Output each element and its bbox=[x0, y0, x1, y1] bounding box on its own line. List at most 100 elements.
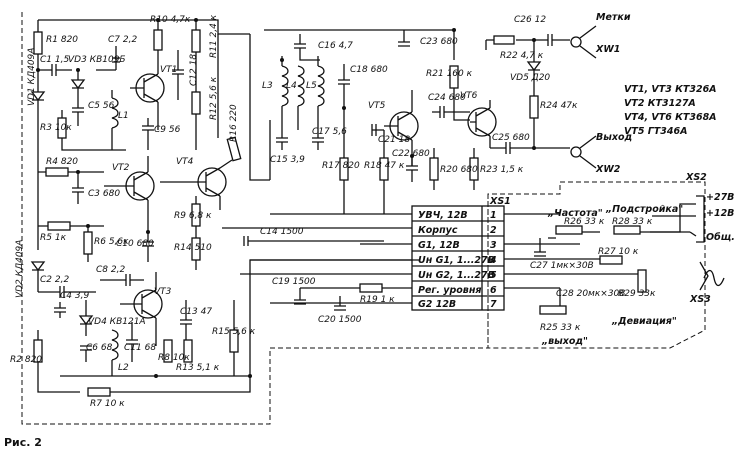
label-r22: R22 4,7 к bbox=[500, 51, 544, 61]
xs2-plus12: +12В bbox=[706, 208, 734, 219]
label-c19: C19 1500 bbox=[272, 277, 316, 287]
label-vd1: VD1 КД409А bbox=[27, 48, 37, 106]
label-r14: R14 510 bbox=[174, 243, 212, 253]
label-vt2: VT2 bbox=[112, 163, 130, 173]
label-c24: C24 680 bbox=[428, 93, 466, 103]
deviaciya-label: „Девиация" bbox=[611, 316, 677, 327]
label-r5: R5 1к bbox=[40, 233, 67, 243]
label-c5: C5 56 bbox=[88, 101, 115, 111]
legend-line-3: VT4, VT6 КТ368А bbox=[624, 112, 717, 123]
label-r9: R9 6,8 к bbox=[174, 211, 212, 221]
vyhod-label: Выход bbox=[596, 132, 632, 143]
label-vt6: VT6 bbox=[460, 91, 478, 101]
label-r26: R26 33 к bbox=[564, 217, 605, 227]
label-c26: C26 12 bbox=[514, 15, 546, 25]
sine-wave-icon bbox=[703, 269, 725, 287]
label-c9: C9 56 bbox=[154, 125, 181, 135]
label-r15: R15 5,6 к bbox=[212, 327, 256, 337]
label-vd3: VD3 КВ109Б bbox=[68, 55, 126, 65]
label-r8: R8 10к bbox=[158, 353, 190, 363]
label-r18: R18 47 к bbox=[364, 161, 405, 171]
label-r1: R1 820 bbox=[46, 35, 78, 45]
legend-line-4: VT5 ГТ346А bbox=[624, 126, 687, 137]
figure-caption: Рис. 2 bbox=[4, 436, 42, 449]
xw2-label: XW2 bbox=[595, 164, 621, 175]
label-vd5: VD5 Д20 bbox=[510, 73, 550, 83]
top-rail bbox=[38, 19, 250, 35]
label-c10: C10 680 bbox=[116, 239, 154, 249]
legend-line-2: VT2 КТ3127А bbox=[624, 98, 696, 109]
xs2-common: Общ. bbox=[706, 232, 734, 243]
l3-coil bbox=[281, 56, 289, 130]
label-r23: R23 1,5 к bbox=[480, 165, 524, 175]
legend-line-1: VT1, VT3 КТ326А bbox=[624, 84, 717, 95]
xw1-connector bbox=[570, 36, 582, 48]
xs2-label: XS2 bbox=[685, 172, 707, 183]
l4-coil bbox=[297, 65, 305, 130]
xs3-label: XS3 bbox=[689, 294, 711, 305]
label-r6: R6 5,6к bbox=[94, 237, 129, 247]
label-r11: R11 2,4 к bbox=[209, 14, 219, 58]
label-l2: L2 bbox=[118, 363, 129, 373]
label-r16: R16 220 bbox=[229, 104, 239, 142]
label-r29: R29 33к bbox=[618, 289, 656, 299]
xs1-row-1-pin: 1 bbox=[490, 210, 497, 221]
label-c11: C11 68 bbox=[124, 343, 156, 353]
connector-labels: XS2 +27В +12В Общ. XS3 XW1 XW2 Метки Вых… bbox=[541, 12, 734, 347]
label-r13: R13 5,1 к bbox=[176, 363, 220, 373]
xs1-row-3-text: G1, 12В bbox=[418, 240, 460, 251]
label-r2: R2 820 bbox=[10, 355, 42, 365]
label-r17: R17 820 bbox=[322, 161, 360, 171]
xw2-connector bbox=[570, 146, 582, 158]
label-c27: C27 1мк×30В bbox=[530, 261, 594, 271]
label-l3: L3 bbox=[262, 81, 273, 91]
label-vt1: VT1 bbox=[160, 65, 177, 75]
label-r20: R20 680 bbox=[440, 165, 478, 175]
xs1-row-5-text: Uн G2, 1...27В bbox=[418, 270, 495, 281]
label-r24: R24 47к bbox=[540, 101, 578, 111]
label-l5: L5 bbox=[306, 81, 317, 91]
label-c7: C7 2,2 bbox=[108, 35, 137, 45]
label-vt4: VT4 bbox=[176, 157, 194, 167]
label-c28: C28 20мк×30В bbox=[556, 289, 625, 299]
label-vd4: VD4 КВ121А bbox=[88, 317, 146, 327]
xs2-plus27: +27В bbox=[706, 192, 734, 203]
label-c18: C18 680 bbox=[350, 65, 388, 75]
label-c17: C17 5,6 bbox=[312, 127, 347, 137]
xw1-label: XW1 bbox=[595, 44, 620, 55]
label-c23: C23 680 bbox=[420, 37, 458, 47]
vyhod-control-label: „выход" bbox=[541, 336, 588, 347]
label-c3: C3 680 bbox=[88, 189, 120, 199]
xs1-row-6-text: Рег. уровня bbox=[418, 285, 481, 296]
label-c16: C16 4,7 bbox=[318, 41, 353, 51]
label-r27: R27 10 к bbox=[598, 247, 639, 257]
label-c20: C20 1500 bbox=[318, 315, 362, 325]
label-c14: C14 1500 bbox=[260, 227, 304, 237]
xs1-row-6-pin: 6 bbox=[490, 285, 497, 296]
label-r19: R19 1 к bbox=[360, 295, 395, 305]
label-r10: R10 4,7к bbox=[150, 15, 191, 25]
label-vd2: VD2 КД409А bbox=[15, 240, 25, 298]
label-r28: R28 33 к bbox=[612, 217, 653, 227]
label-l4: L4 bbox=[286, 81, 297, 91]
label-c15: C15 3,9 bbox=[270, 155, 305, 165]
label-c12: C12 18 bbox=[189, 54, 199, 86]
label-c13: C13 47 bbox=[180, 307, 212, 317]
label-c21: C21 18 bbox=[378, 135, 410, 145]
l5-coil bbox=[317, 56, 325, 130]
xs1-row-4-text: Uн G1, 1...27В bbox=[418, 255, 495, 266]
transistor-legend: VT1, VT3 КТ326А VT2 КТ3127А VT4, VT6 КТ3… bbox=[624, 84, 717, 137]
xs1-row-3-pin: 3 bbox=[490, 240, 497, 251]
label-c25: C25 680 bbox=[492, 133, 530, 143]
label-c1: C1 1,5 bbox=[40, 55, 69, 65]
xs1-row-7-pin: 7 bbox=[490, 299, 497, 310]
xs1-row-4-pin: 4 bbox=[489, 255, 497, 266]
label-c8: C8 2,2 bbox=[96, 265, 125, 275]
xs1-label: XS1 bbox=[489, 196, 511, 207]
label-r3: R3 10к bbox=[40, 123, 72, 133]
label-r7: R7 10 к bbox=[90, 399, 125, 409]
label-l1: L1 bbox=[118, 111, 129, 121]
label-vt3: VT3 bbox=[154, 287, 172, 297]
label-c6: C6 68 bbox=[86, 343, 113, 353]
